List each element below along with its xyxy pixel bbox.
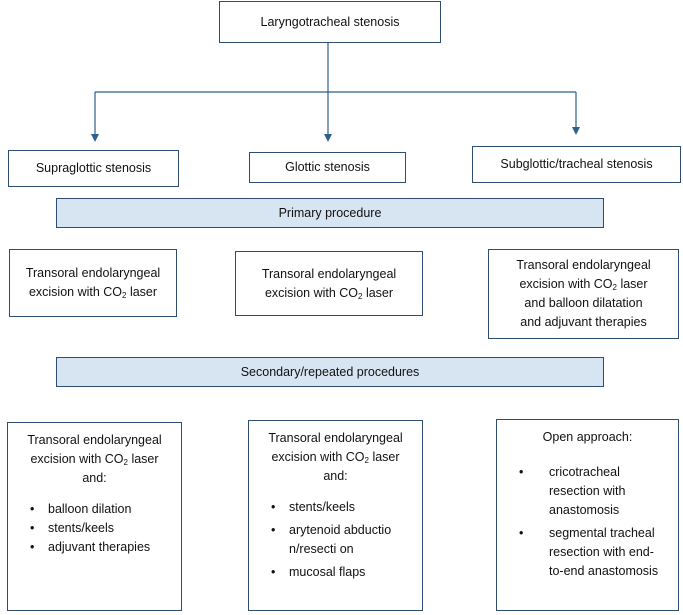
secondary-box-middle: Transoral endolaryngeal excision with CO… <box>248 420 423 611</box>
category-supraglottic: Supraglottic stenosis <box>8 150 179 187</box>
procedure-line: and adjuvant therapies <box>520 315 647 329</box>
bullet-item: balloon dilation <box>8 500 181 519</box>
procedure-line: Transoral endolaryngeal <box>268 431 403 445</box>
bullet-item: adjuvant therapies <box>8 538 181 557</box>
secondary-procedures-band: Secondary/repeated procedures <box>56 357 604 387</box>
category-subglottic: Subglottic/tracheal stenosis <box>472 146 681 183</box>
bullet-list: balloon dilation stents/keels adjuvant t… <box>8 500 181 557</box>
procedure-line: Transoral endolaryngeal <box>261 266 397 281</box>
secondary-box-right: Open approach: cricotracheal resection w… <box>496 419 679 611</box>
category-glottic: Glottic stenosis <box>249 152 406 183</box>
primary-box-supraglottic: Transoral endolaryngeal excision with CO… <box>9 249 177 317</box>
category-label: Supraglottic stenosis <box>35 161 152 175</box>
root-label: Laryngotracheal stenosis <box>260 14 400 29</box>
procedure-line: and: <box>82 471 107 485</box>
secondary-box-left: Transoral endolaryngeal excision with CO… <box>7 422 182 611</box>
primary-box-subglottic: Transoral endolaryngeal excision with CO… <box>488 249 679 339</box>
bullet-list: cricotracheal resection with anastomosis… <box>497 463 678 581</box>
bullet-item: arytenoid abduction/resecti on <box>249 521 400 559</box>
procedure-line: and balloon dilatation <box>524 296 643 310</box>
primary-box-glottic: Transoral endolaryngeal excision with CO… <box>235 251 423 316</box>
procedure-line: excision with CO2 laser <box>271 450 400 465</box>
procedure-line: excision with CO2 laser <box>519 277 648 292</box>
open-approach-heading: Open approach: <box>542 430 633 444</box>
category-label: Subglottic/tracheal stenosis <box>500 157 653 171</box>
bullet-item: cricotracheal resection with anastomosis <box>497 463 668 520</box>
secondary-procedures-label: Secondary/repeated procedures <box>240 365 420 379</box>
bullet-list: stents/keels arytenoid abduction/resecti… <box>249 498 422 582</box>
procedure-line: Transoral endolaryngeal <box>25 266 161 280</box>
category-label: Glottic stenosis <box>285 160 370 174</box>
bullet-item: stents/keels <box>8 519 181 538</box>
bullet-item: mucosal flaps <box>249 563 400 582</box>
procedure-line: and: <box>323 469 348 483</box>
bullet-item: stents/keels <box>249 498 400 517</box>
procedure-line: excision with CO2 laser <box>30 452 159 467</box>
bullet-item: segmental tracheal resection with end-to… <box>497 524 668 581</box>
procedure-line: excision with CO2 laser <box>28 285 158 300</box>
primary-procedure-band: Primary procedure <box>56 198 604 228</box>
procedure-line: excision with CO2 laser <box>264 285 394 301</box>
root-box: Laryngotracheal stenosis <box>219 1 441 43</box>
procedure-line: Transoral endolaryngeal <box>27 433 162 447</box>
primary-procedure-label: Primary procedure <box>278 206 382 220</box>
procedure-line: Transoral endolaryngeal <box>516 258 651 272</box>
